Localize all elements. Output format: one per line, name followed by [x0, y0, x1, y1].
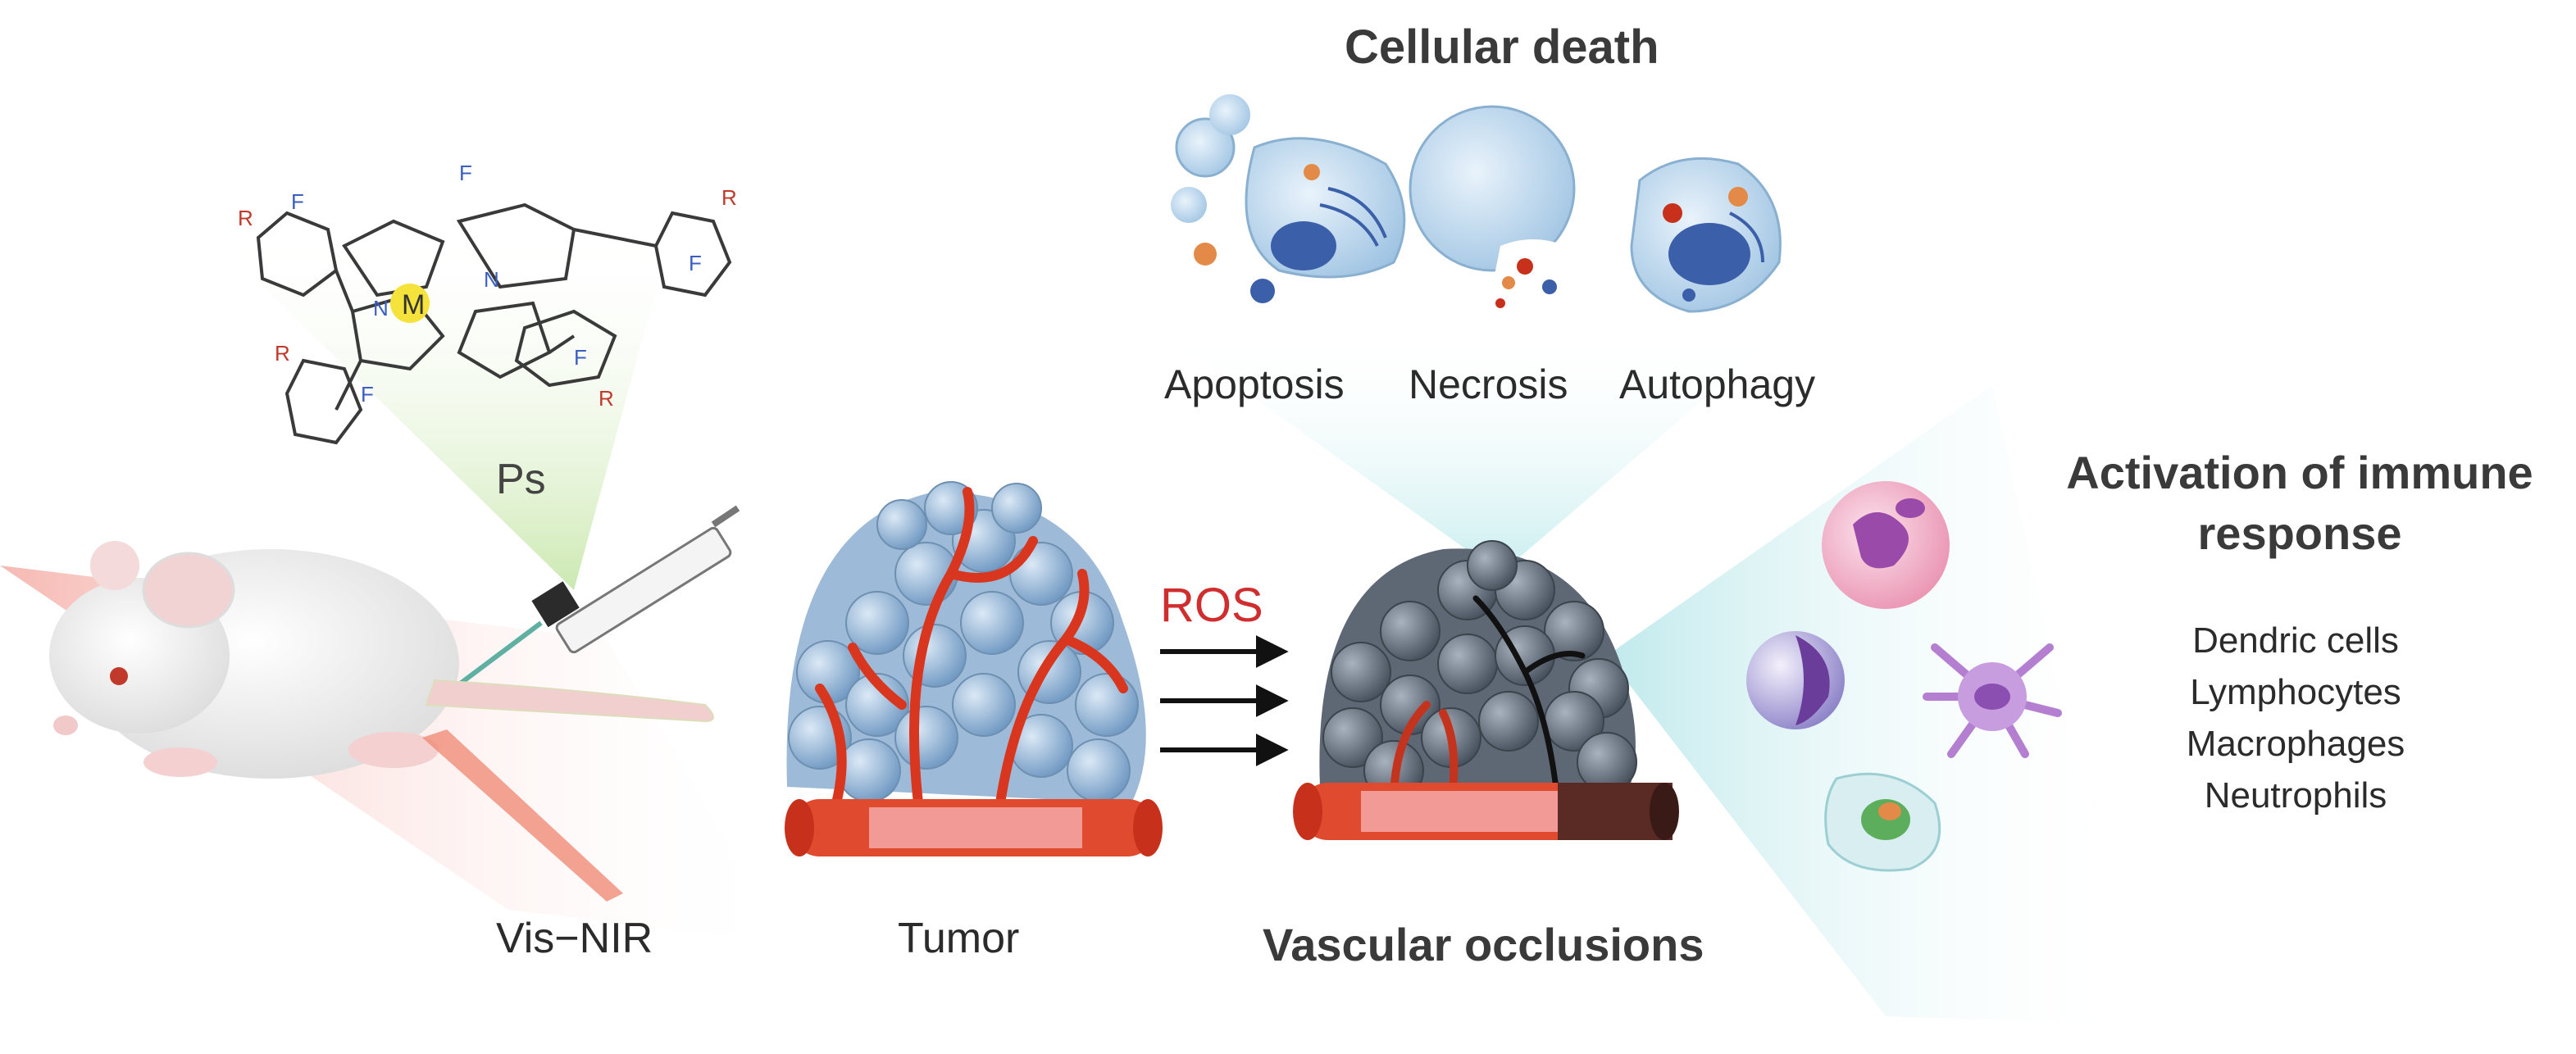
svg-text:R: R [275, 341, 290, 366]
syringe [457, 505, 740, 687]
occluded-tumor-cluster [1319, 540, 1637, 807]
ps-green-beam [221, 229, 672, 590]
mouse-eye [110, 667, 128, 685]
immune-cell-item: Lymphocytes [2190, 672, 2401, 712]
cellular-death-title: Cellular death [1345, 20, 1659, 74]
immune-cyan-beam [1607, 385, 2132, 1024]
svg-text:R: R [238, 206, 253, 230]
macrophage-icon [1923, 643, 2062, 758]
svg-text:F: F [291, 189, 304, 214]
vis-nir-label: Vis−NIR [496, 915, 653, 962]
vascular-occlusions-title: Vascular occlusions [1263, 919, 1704, 970]
immune-activation-title: Activation of immune response [2066, 447, 2533, 559]
immune-cell-item: Neutrophils [2204, 775, 2387, 815]
photosensitizer-label: Ps [496, 456, 546, 503]
svg-text:R: R [721, 185, 737, 210]
laser-beam [422, 729, 623, 902]
autophagy-cell [1630, 157, 1782, 313]
svg-text:R: R [598, 386, 614, 411]
svg-text:F: F [361, 382, 374, 407]
ros-label: ROS [1160, 579, 1263, 632]
immune-cell-item: Macrophages [2186, 724, 2405, 764]
svg-text:F: F [574, 345, 587, 370]
mouse [49, 541, 714, 779]
lymphocyte-icon [1746, 631, 1845, 729]
apoptosis-label: Apoptosis [1164, 361, 1345, 407]
molecule-substituents: R F F R F R F R F N N [238, 161, 737, 411]
svg-text:N: N [373, 296, 389, 320]
necrosis-label: Necrosis [1409, 361, 1568, 407]
svg-text:F: F [689, 251, 702, 275]
occluded-blood-vessel [1293, 783, 1679, 840]
tumor-blood-vessel [785, 799, 1163, 856]
tumor-label: Tumor [898, 915, 1020, 962]
necrosis-cell [1409, 105, 1582, 308]
cellular-death-cyan-beam [1156, 328, 1787, 574]
immune-cell-list: Dendric cells Lymphocytes Macrophages Ne… [2132, 615, 2460, 821]
dendritic-cell-icon [1822, 481, 1950, 609]
autophagy-label: Autophagy [1619, 361, 1816, 407]
svg-text:F: F [459, 161, 472, 185]
neutrophil-icon [1824, 772, 1941, 872]
metal-label: M [402, 289, 425, 320]
immune-cell-item: Dendric cells [2192, 620, 2399, 661]
metal-center-marker [390, 284, 430, 323]
ros-arrows [1160, 635, 1289, 766]
svg-text:N: N [484, 267, 499, 292]
tumor-cluster [786, 481, 1146, 808]
photosensitizer-molecule [256, 202, 732, 445]
apoptosis-cell [1171, 94, 1406, 303]
